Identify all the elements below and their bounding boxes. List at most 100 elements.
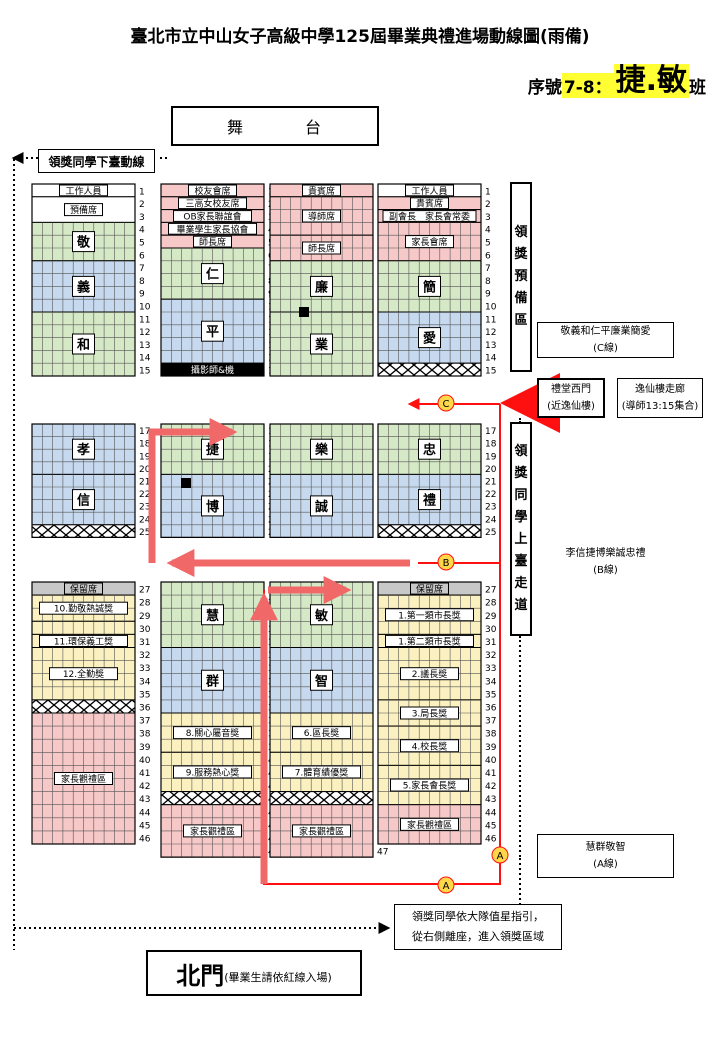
seat-band-label: 導師席	[308, 211, 335, 223]
north-gate-title: 北門	[176, 961, 225, 990]
row-number: 36	[485, 704, 497, 714]
row-number: 28	[139, 599, 151, 609]
seat-band-label: 師長席	[199, 236, 226, 248]
row-number: 19	[485, 452, 497, 462]
guide-note: 領獎同學依大隊值星指引， 從右側離座，進入領獎區域	[394, 904, 562, 950]
seat-band-label: 和	[77, 337, 90, 353]
seat-band-label: 家長觀禮區	[190, 825, 235, 837]
seat-band-label: 畢業學生家長協會	[176, 223, 248, 235]
row-number: 20	[139, 465, 151, 475]
route-marker-a-right-text: A	[497, 851, 504, 862]
serial-range: 7-8：	[561, 73, 614, 98]
row-number: 38	[485, 730, 497, 740]
prep-area-char: 備	[514, 291, 528, 306]
up-walkway-char: 同	[514, 488, 528, 503]
up-walkway-char: 道	[514, 598, 528, 613]
row-number: 47	[377, 848, 388, 858]
prep-area-char: 預	[514, 269, 528, 284]
row-number: 45	[485, 821, 496, 831]
line-b-info: 李信捷博樂誠忠禮 (B線)	[537, 540, 674, 584]
seat-band-label: 4.校長獎	[412, 740, 448, 752]
row-number: 1	[485, 187, 491, 197]
line-a-info: 慧群敬智 (A線)	[537, 834, 674, 878]
prep-area-char: 領	[514, 225, 528, 240]
seat-band-label: 8.關心屬音獎	[186, 727, 240, 739]
row-number: 46	[139, 835, 151, 845]
seat-band-label: 家長觀禮區	[407, 819, 452, 831]
up-walkway-char: 走	[514, 576, 528, 591]
row-number: 7	[139, 264, 145, 274]
west-gate-sub: (近逸仙樓)	[547, 401, 595, 412]
line-a-classes: 慧群敬智	[585, 842, 626, 853]
corridor-sub: (導師13:15集合)	[621, 401, 699, 412]
row-number: 3	[485, 213, 491, 223]
seat-band	[31, 699, 136, 714]
seat-band-label: 誠	[315, 499, 328, 515]
line-b-label: (B線)	[593, 565, 618, 576]
seat-band-label: 預備席	[70, 204, 97, 216]
row-number: 14	[139, 354, 151, 364]
row-number: 1	[139, 187, 145, 197]
seat-band-label: 貴賓席	[416, 198, 443, 210]
row-number: 30	[485, 625, 497, 635]
seat-band-label: 簡	[422, 279, 436, 295]
prep-area-char: 獎	[514, 247, 528, 262]
row-number: 39	[139, 743, 151, 753]
row-number: 27	[139, 586, 150, 596]
up-walkway-char: 上	[514, 532, 528, 547]
seat-band-label: 敏	[314, 608, 329, 624]
row-number: 5	[485, 239, 491, 249]
route-marker-b: B	[437, 553, 455, 571]
seat-band-label: 1.第二類市長獎	[398, 635, 461, 647]
row-number: 13	[139, 341, 150, 351]
row-number: 17	[485, 427, 496, 437]
row-number: 21	[139, 478, 150, 488]
seat-block-b9: 保留席10.勤敬熱誠獎11.環保義工獎12.全勤獎家長觀禮區2728293031…	[31, 581, 151, 845]
row-number: 23	[139, 503, 150, 513]
row-number: 18	[139, 440, 151, 450]
seat-band-label: 貴賓席	[308, 185, 335, 197]
row-number: 40	[139, 756, 151, 766]
page-title: 臺北市立中山女子高級中學125屆畢業典禮進場動線圖(雨備)	[130, 27, 590, 47]
seat-band-label: 智	[315, 673, 328, 689]
stage: 舞 台	[171, 106, 379, 146]
row-number: 24	[485, 515, 497, 525]
row-number: 11	[139, 315, 150, 325]
up-walkway-char: 領	[514, 444, 528, 459]
row-number: 13	[485, 341, 496, 351]
award-walkway: 領獎同學上臺走道	[510, 422, 532, 636]
serial-prefix: 序號	[527, 78, 562, 98]
row-number: 36	[139, 704, 151, 714]
row-number: 31	[485, 638, 496, 648]
seat-band-label: 副會長 家長會常委	[389, 211, 470, 223]
row-number: 6	[485, 251, 491, 261]
row-number: 15	[139, 367, 150, 377]
stage-char-2: 台	[305, 118, 324, 137]
row-number: 19	[139, 452, 151, 462]
seat-band-label: 廉	[315, 279, 328, 295]
row-number: 24	[139, 515, 151, 525]
seat-band-label: 6.區長獎	[304, 727, 340, 739]
row-number: 27	[485, 586, 496, 596]
route-marker-c: C	[437, 394, 455, 412]
line-c-classes: 敬義和仁平廉業簡愛	[560, 326, 651, 337]
west-gate-title: 禮堂西門	[551, 384, 591, 395]
row-number: 34	[139, 677, 151, 687]
seat-band-label: 慧	[206, 608, 219, 624]
row-number: 7	[485, 264, 491, 274]
row-number: 12	[139, 328, 150, 338]
route-marker-b-text: B	[443, 558, 450, 569]
seat-band-label: 愛	[423, 331, 436, 347]
row-number: 18	[485, 440, 497, 450]
seat-block-b3: 貴賓席導師席師長席廉業123456789101112131415	[269, 183, 389, 377]
seat-band-label: 3.局長獎	[412, 708, 448, 720]
row-number: 46	[485, 835, 497, 845]
seat-block-b11: 敏智6.區長獎7.體育績優獎家長觀禮區272829303132333435363…	[269, 581, 389, 858]
row-number: 45	[139, 821, 150, 831]
row-number: 41	[485, 769, 496, 779]
row-number: 10	[139, 303, 151, 313]
row-number: 42	[139, 782, 150, 792]
seat-band-label: 攝影師&機	[191, 364, 234, 376]
